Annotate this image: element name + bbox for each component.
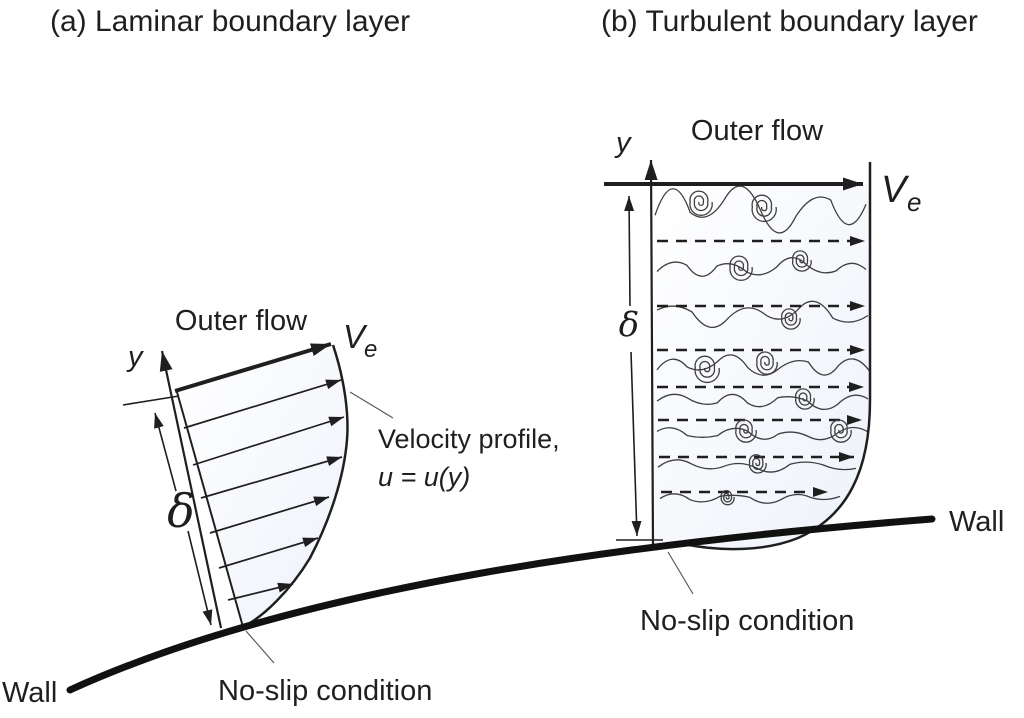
turbulent-wavy-line bbox=[659, 493, 841, 504]
turbulent-wavy-line bbox=[656, 257, 867, 277]
wall-line bbox=[66, 515, 936, 694]
turbulent-delta-arrow-lower bbox=[630, 351, 642, 537]
laminar-velocity-arrow bbox=[227, 582, 294, 601]
turbulent-delta-arrow-upper bbox=[624, 195, 635, 307]
turbulent-delta-symbol: δ bbox=[619, 305, 639, 345]
turbulent-wavy-line bbox=[657, 459, 857, 473]
laminar-edge-velocity-arrow bbox=[174, 342, 332, 393]
turbulent-wavy-line bbox=[656, 354, 870, 376]
turbulent-y-axis-label: y bbox=[614, 127, 632, 159]
turbulent-wall-label: Wall bbox=[949, 506, 1004, 538]
laminar-delta-top-tick bbox=[122, 395, 180, 406]
turbulent-wavy-line bbox=[656, 300, 869, 328]
laminar-velocity-arrows bbox=[183, 379, 345, 601]
turbulent-no-slip-label: No-slip condition bbox=[640, 605, 854, 637]
laminar-delta-arrow-lower bbox=[187, 530, 213, 626]
laminar-profile-leader-line bbox=[349, 391, 394, 419]
laminar-profile-envelope bbox=[242, 344, 349, 629]
panel-a-title: (a) Laminar boundary layer bbox=[50, 5, 410, 38]
laminar-wall-label: Wall bbox=[2, 677, 57, 709]
laminar-edge-velocity-subscript: e bbox=[364, 336, 377, 363]
turbulent-edge-velocity-subscript: e bbox=[907, 187, 921, 217]
turbulent-wavy-line bbox=[656, 426, 870, 441]
turbulent-edge-velocity-symbol: V bbox=[881, 169, 910, 211]
panel-a-laminar: (a) Laminar boundary layer y Outer flow … bbox=[2, 5, 560, 709]
panel-b-turbulent: (b) Turbulent boundary layer y Outer flo… bbox=[601, 5, 1004, 637]
panel-b-title: (b) Turbulent boundary layer bbox=[601, 5, 978, 38]
laminar-profile-caption-2: u = u(y) bbox=[378, 462, 470, 492]
laminar-y-axis-label: y bbox=[126, 341, 144, 373]
laminar-profile-caption-1: Velocity profile, bbox=[378, 424, 560, 454]
turbulent-no-slip-leader-line bbox=[667, 551, 694, 595]
turbulent-outer-flow-label: Outer flow bbox=[691, 115, 824, 147]
turbulent-wavy-line bbox=[656, 393, 869, 410]
laminar-velocity-arrow bbox=[183, 379, 342, 429]
laminar-profile-baseline bbox=[176, 391, 244, 628]
turbulent-wavy-line bbox=[654, 185, 867, 234]
laminar-delta-symbol: δ bbox=[167, 484, 195, 538]
turbulent-wavy-lines bbox=[654, 185, 870, 504]
laminar-outer-flow-label: Outer flow bbox=[175, 305, 308, 337]
laminar-profile-region bbox=[177, 344, 348, 627]
laminar-delta-arrow-upper bbox=[154, 412, 177, 492]
laminar-velocity-arrow bbox=[209, 496, 330, 534]
laminar-velocity-arrow bbox=[192, 416, 345, 466]
laminar-velocity-arrow bbox=[218, 537, 319, 569]
laminar-no-slip-label: No-slip condition bbox=[218, 675, 432, 707]
turbulent-y-axis bbox=[644, 159, 658, 547]
laminar-no-slip-leader-line bbox=[245, 630, 275, 664]
turbulent-dashed-arrows bbox=[657, 236, 865, 497]
laminar-edge-velocity-symbol: V bbox=[343, 318, 368, 355]
laminar-velocity-arrow bbox=[200, 456, 343, 499]
